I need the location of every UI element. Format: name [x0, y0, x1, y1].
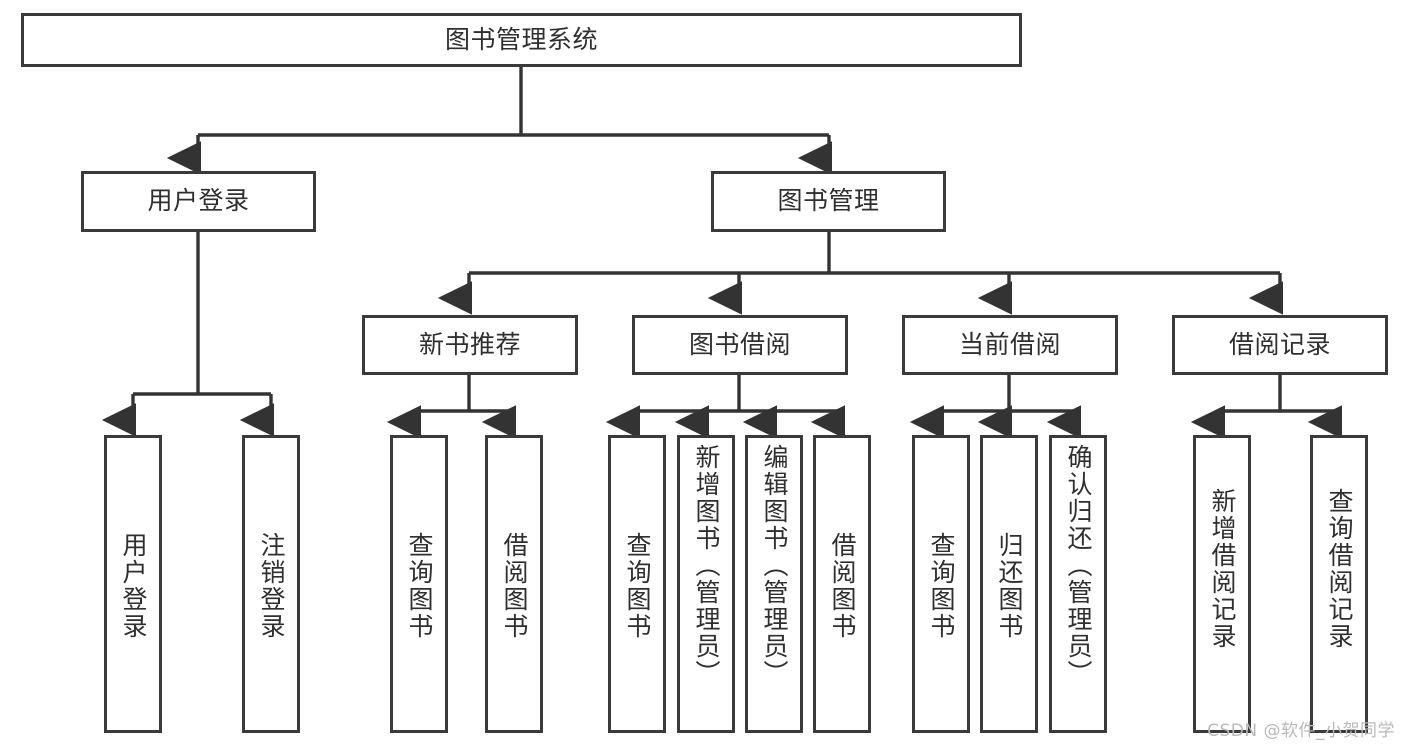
- node-borrow-records[interactable]: 借阅记录: [1172, 315, 1388, 375]
- node-current-borrow-label: 当前借阅: [958, 329, 1061, 359]
- leaf-label: 用户登录: [119, 532, 148, 640]
- leaf-label: 归还图书: [995, 532, 1024, 640]
- leaf-label: 确认归还（管理员）: [1064, 444, 1093, 687]
- leaf-current-query-book[interactable]: 查询图书: [912, 435, 970, 733]
- leaf-label: 新增图书（管理员）: [692, 444, 721, 687]
- node-user-login-label: 用户登录: [147, 186, 250, 216]
- node-new-book-recommend[interactable]: 新书推荐: [362, 315, 578, 375]
- node-book-borrow-label: 图书借阅: [688, 329, 791, 359]
- leaf-borrow-borrow-book[interactable]: 借阅图书: [813, 435, 871, 733]
- node-book-management[interactable]: 图书管理: [711, 171, 946, 232]
- leaf-label: 借阅图书: [828, 532, 857, 640]
- node-root-label: 图书管理系统: [444, 24, 598, 54]
- leaf-user-login-login[interactable]: 用户登录: [104, 435, 162, 733]
- leaf-label: 查询图书: [405, 532, 434, 640]
- leaf-borrow-query-book[interactable]: 查询图书: [608, 435, 666, 733]
- node-root[interactable]: 图书管理系统: [21, 13, 1022, 67]
- leaf-records-query-record[interactable]: 查询借阅记录: [1310, 435, 1368, 733]
- leaf-borrow-edit-book-admin[interactable]: 编辑图书（管理员）: [745, 435, 803, 733]
- node-borrow-records-label: 借阅记录: [1228, 329, 1331, 359]
- leaf-label: 新增借阅记录: [1208, 488, 1237, 650]
- leaf-label: 查询图书: [623, 532, 652, 640]
- leaf-borrow-add-book-admin[interactable]: 新增图书（管理员）: [677, 435, 735, 733]
- watermark: CSDN @软件_小贺同学: [1207, 721, 1395, 741]
- leaf-user-login-logout[interactable]: 注销登录: [242, 435, 300, 733]
- leaf-label: 注销登录: [257, 532, 286, 640]
- node-user-login[interactable]: 用户登录: [81, 171, 316, 232]
- leaf-current-confirm-return-admin[interactable]: 确认归还（管理员）: [1049, 435, 1107, 733]
- leaf-current-return-book[interactable]: 归还图书: [980, 435, 1038, 733]
- leaf-new-book-borrow[interactable]: 借阅图书: [485, 435, 543, 733]
- leaf-records-add-record[interactable]: 新增借阅记录: [1193, 435, 1251, 733]
- leaf-label: 查询借阅记录: [1325, 488, 1354, 650]
- node-current-borrow[interactable]: 当前借阅: [902, 315, 1118, 375]
- leaf-new-book-query[interactable]: 查询图书: [390, 435, 448, 733]
- node-book-borrow[interactable]: 图书借阅: [632, 315, 848, 375]
- leaf-label: 编辑图书（管理员）: [760, 444, 789, 687]
- leaf-label: 查询图书: [927, 532, 956, 640]
- node-book-management-label: 图书管理: [777, 186, 880, 216]
- leaf-label: 借阅图书: [500, 532, 529, 640]
- node-new-book-recommend-label: 新书推荐: [418, 329, 521, 359]
